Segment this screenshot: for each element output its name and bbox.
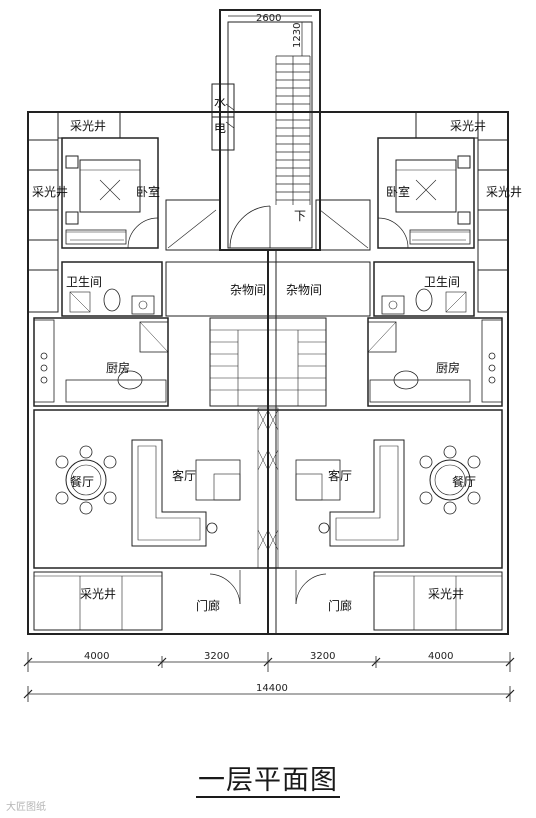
label-light-well-side-left: 采光井 <box>32 185 68 199</box>
dim-seg1: 4000 <box>84 651 109 662</box>
label-water: 水 <box>214 95 226 109</box>
dimension-lines <box>23 652 515 702</box>
watermark: 大匠图纸 <box>6 802 46 813</box>
label-bathroom-left: 卫生间 <box>66 275 102 289</box>
room-labels: 采光井 采光井 卧室 卫生间 杂物间 厨房 餐厅 客厅 采光井 门廊 水 电 下… <box>32 95 522 613</box>
label-light-well-bottom-right: 采光井 <box>428 587 464 601</box>
label-light-well-bottom-left: 采光井 <box>80 587 116 601</box>
dim-stair-depth: 1230 <box>292 23 303 48</box>
label-electric: 电 <box>214 121 226 135</box>
right-unit <box>267 111 509 631</box>
label-bathroom-right: 卫生间 <box>424 275 460 289</box>
label-living-left: 客厅 <box>172 468 196 483</box>
label-stair-down: 下 <box>294 209 306 223</box>
label-porch-right: 门廊 <box>328 598 352 613</box>
label-light-well-side-right: 采光井 <box>486 185 522 199</box>
label-bedroom-right: 卧室 <box>386 184 410 199</box>
label-dining-right: 餐厅 <box>452 474 476 489</box>
drawing-title: 一层平面图 <box>0 758 536 798</box>
stair-tower <box>211 9 321 251</box>
label-porch-left: 门廊 <box>196 598 220 613</box>
dim-total: 14400 <box>256 683 288 694</box>
dim-seg2: 3200 <box>204 651 229 662</box>
label-living-right: 客厅 <box>328 468 352 483</box>
left-unit <box>27 111 269 631</box>
dim-seg3: 3200 <box>310 651 335 662</box>
drawing-title-text: 一层平面图 <box>196 765 340 798</box>
label-bedroom-left: 卧室 <box>136 184 160 199</box>
label-kitchen-left: 厨房 <box>106 360 130 375</box>
dim-stair-width: 2600 <box>256 13 281 24</box>
label-light-well-top-right: 采光井 <box>450 119 486 133</box>
dim-seg4: 4000 <box>428 651 453 662</box>
label-dining-left: 餐厅 <box>70 474 94 489</box>
dimension-labels: 2600 1230 4000 3200 3200 4000 14400 <box>84 13 453 694</box>
label-storage-left: 杂物间 <box>230 283 266 297</box>
label-storage-right: 杂物间 <box>286 283 322 297</box>
label-light-well-top-left: 采光井 <box>70 119 106 133</box>
label-kitchen-right: 厨房 <box>436 360 460 375</box>
